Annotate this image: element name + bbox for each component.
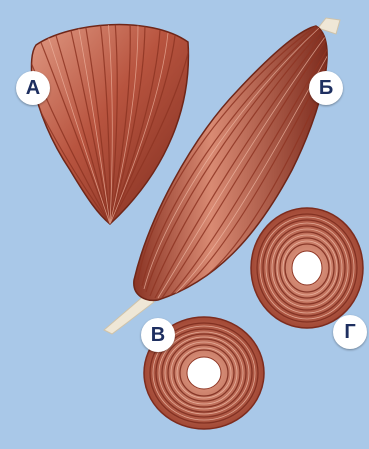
muscle-a-flat: [28, 20, 190, 224]
label-b: Б: [309, 71, 343, 105]
label-a: А: [16, 71, 50, 105]
label-g: Г: [333, 315, 367, 349]
label-v: В: [141, 318, 175, 352]
muscle-g-circular: [251, 208, 363, 328]
